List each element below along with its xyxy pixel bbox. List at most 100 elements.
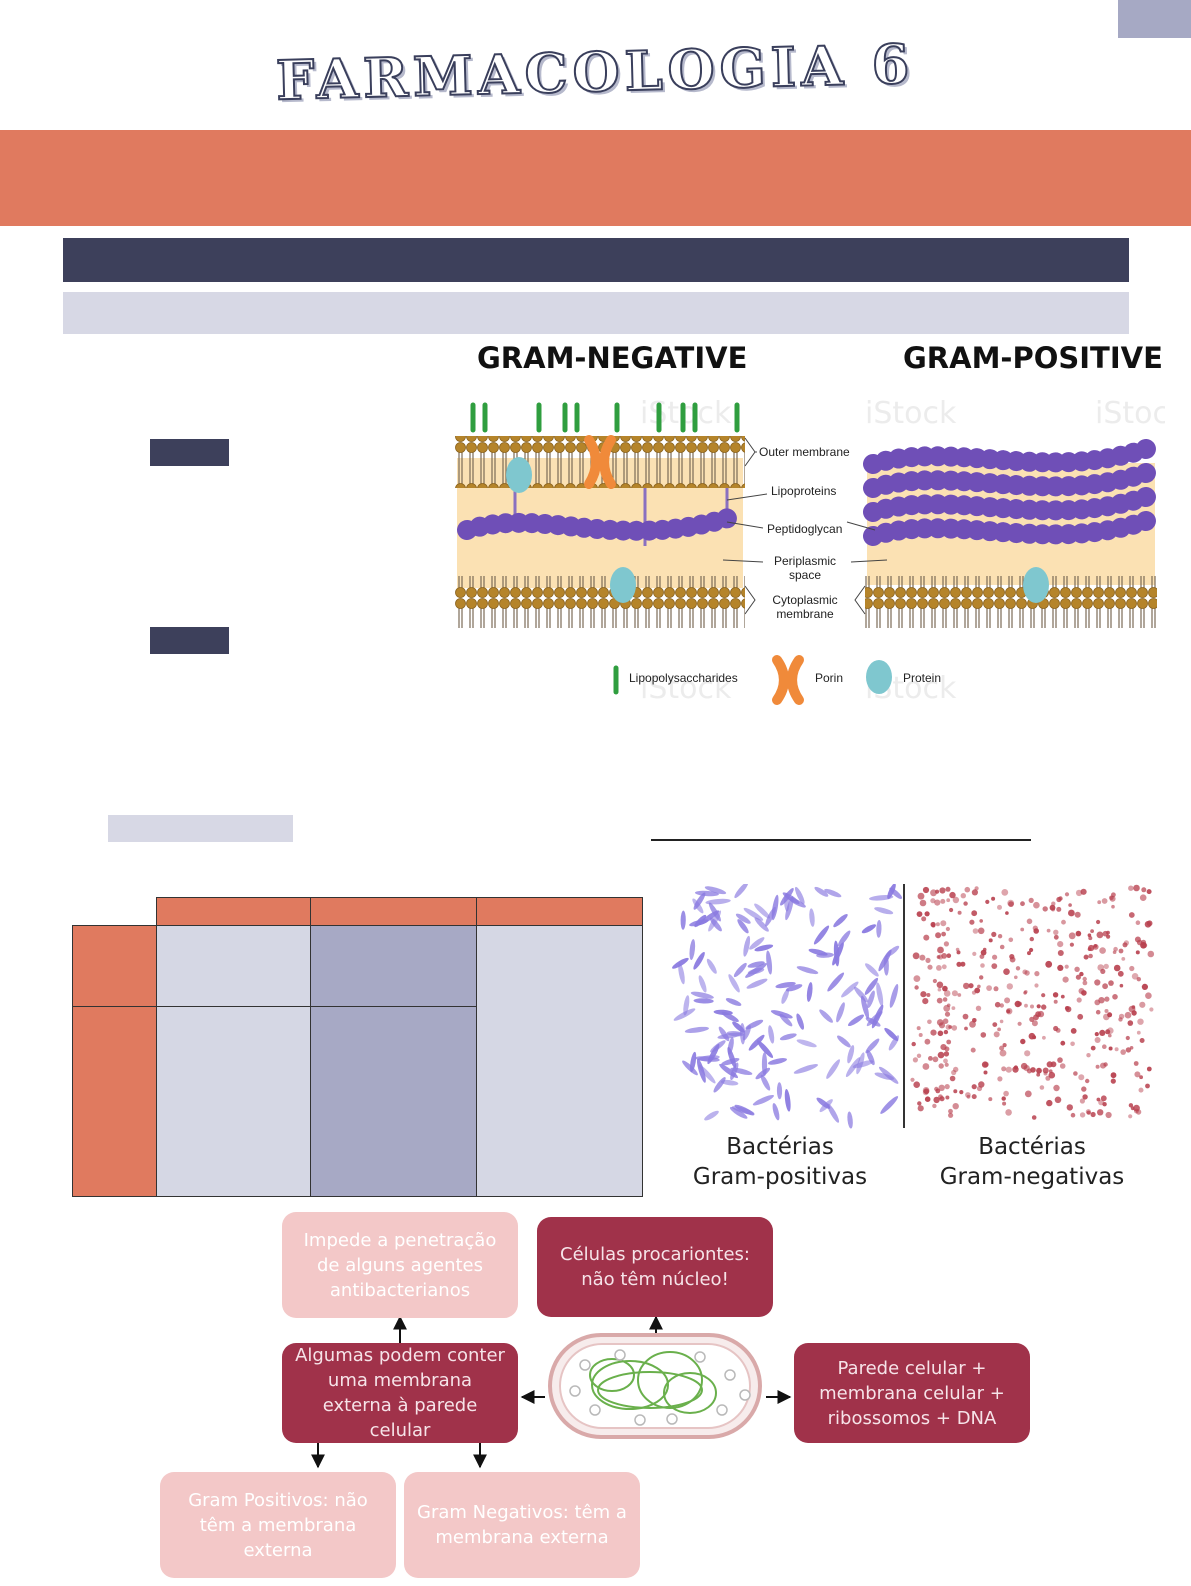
coccus-bacterium [1100, 1062, 1106, 1069]
coccus-bacterium [1125, 1035, 1130, 1041]
coccus-bacterium [1051, 901, 1056, 906]
coccus-bacterium [1088, 953, 1093, 959]
coccus-bacterium [1075, 974, 1081, 980]
coccus-bacterium [963, 982, 970, 990]
coccus-bacterium [943, 941, 949, 947]
rod-bacterium [876, 982, 884, 1007]
table-cell [156, 1006, 311, 1197]
coccus-bacterium [945, 1095, 950, 1100]
coccus-bacterium [1036, 1004, 1041, 1009]
rod-bacterium [861, 995, 869, 1019]
rod-bacterium [874, 907, 894, 915]
coccus-bacterium [1105, 1111, 1112, 1119]
coccus-bacterium [1149, 1007, 1154, 1012]
coccus-bacterium [1007, 899, 1015, 907]
coccus-bacterium [1131, 973, 1139, 980]
coccus-bacterium [992, 1022, 998, 1027]
rod-bacterium [718, 1026, 730, 1042]
coccus-bacterium [917, 892, 925, 900]
table-cell [310, 925, 477, 1007]
rod-bacterium [876, 920, 882, 938]
coccus-bacterium [1052, 992, 1059, 998]
coccus-bacterium [1112, 994, 1118, 1000]
rod-bacterium [678, 962, 685, 985]
coccus-bacterium [1034, 971, 1040, 977]
coccus-bacterium [922, 1089, 929, 1096]
coccus-bacterium [1058, 896, 1063, 901]
coccus-bacterium [1064, 964, 1069, 969]
coccus-bacterium [1100, 1095, 1107, 1102]
coccus-bacterium [934, 899, 941, 906]
coccus-bacterium [935, 932, 942, 939]
coccus-bacterium [1124, 1011, 1132, 1019]
coccus-bacterium [938, 1084, 945, 1091]
coccus-bacterium [923, 934, 930, 941]
coccus-bacterium [1046, 928, 1051, 933]
rod-bacterium [768, 1025, 775, 1044]
box-gram-positivos: Gram Positivos: não têm a membrana exter… [160, 1472, 396, 1578]
coccus-bacterium [1013, 1065, 1018, 1070]
rod-bacterium [796, 1013, 805, 1030]
coccus-bacterium [936, 997, 943, 1004]
coccus-bacterium [1070, 1028, 1077, 1034]
peptidoglycan-layers [863, 438, 1159, 546]
coccus-bacterium [1133, 1061, 1139, 1066]
coccus-bacterium [1139, 1075, 1143, 1080]
protein-icon [1023, 567, 1049, 603]
coccus-bacterium [1020, 927, 1025, 932]
rod-bacterium [796, 1039, 817, 1048]
coccus-bacterium [1136, 977, 1141, 982]
coccus-bacterium [1113, 946, 1118, 952]
coccus-bacterium [941, 964, 947, 970]
row-header-1 [72, 925, 157, 1007]
coccus-bacterium [953, 1089, 958, 1094]
coccus-bacterium [1085, 1078, 1090, 1084]
rod-bacterium [887, 884, 896, 899]
rod-bacterium [889, 983, 899, 1008]
rod-bacterium [869, 895, 894, 901]
coccus-bacterium [938, 1063, 944, 1069]
coccus-bacterium [997, 1027, 1001, 1032]
coccus-bacterium [1110, 1072, 1117, 1079]
coccus-bacterium [930, 921, 936, 928]
coccus-bacterium [943, 1004, 951, 1012]
coccus-bacterium [1096, 1097, 1101, 1102]
coccus-bacterium [1028, 1032, 1036, 1040]
coccus-bacterium [1001, 889, 1009, 896]
label-periplasmic-1: Periplasmic [774, 554, 836, 568]
table-cell [310, 1006, 477, 1197]
coccus-bacterium [924, 1096, 931, 1102]
label-lipoproteins: Lipoproteins [771, 484, 836, 498]
coccus-bacterium [1028, 897, 1034, 903]
coccus-bacterium [913, 975, 921, 982]
coccus-bacterium [943, 1058, 948, 1064]
coccus-bacterium [944, 1046, 950, 1052]
rod-bacterium [684, 1026, 709, 1033]
coccus-bacterium [943, 990, 951, 997]
coccus-bacterium [1056, 906, 1062, 912]
rod-bacterium [847, 1045, 855, 1064]
rod-bacterium [704, 886, 727, 895]
coccus-bacterium [1129, 965, 1135, 972]
coccus-bacterium [1145, 992, 1152, 999]
coccus-bacterium [926, 993, 931, 997]
coccus-bacterium [951, 1006, 956, 1010]
coccus-bacterium [974, 987, 981, 994]
coccus-bacterium [952, 896, 960, 904]
coccus-bacterium [970, 1047, 976, 1053]
coccus-bacterium [924, 911, 930, 917]
coccus-bacterium [1138, 1087, 1144, 1093]
coccus-bacterium [922, 1063, 930, 1070]
coccus-bacterium [964, 886, 971, 893]
legend-protein: Protein [903, 671, 941, 685]
coccus-bacterium [935, 922, 940, 927]
coccus-bacterium [1008, 901, 1014, 907]
rod-bacterium [813, 925, 830, 945]
coccus-bacterium [1057, 941, 1064, 948]
coccus-bacterium [1101, 898, 1108, 904]
coccus-bacterium [1108, 980, 1114, 986]
coccus-bacterium [938, 1022, 946, 1029]
protein-legend-icon [866, 660, 892, 694]
legend-porin: Porin [815, 671, 843, 685]
coccus-bacterium [922, 998, 929, 1005]
